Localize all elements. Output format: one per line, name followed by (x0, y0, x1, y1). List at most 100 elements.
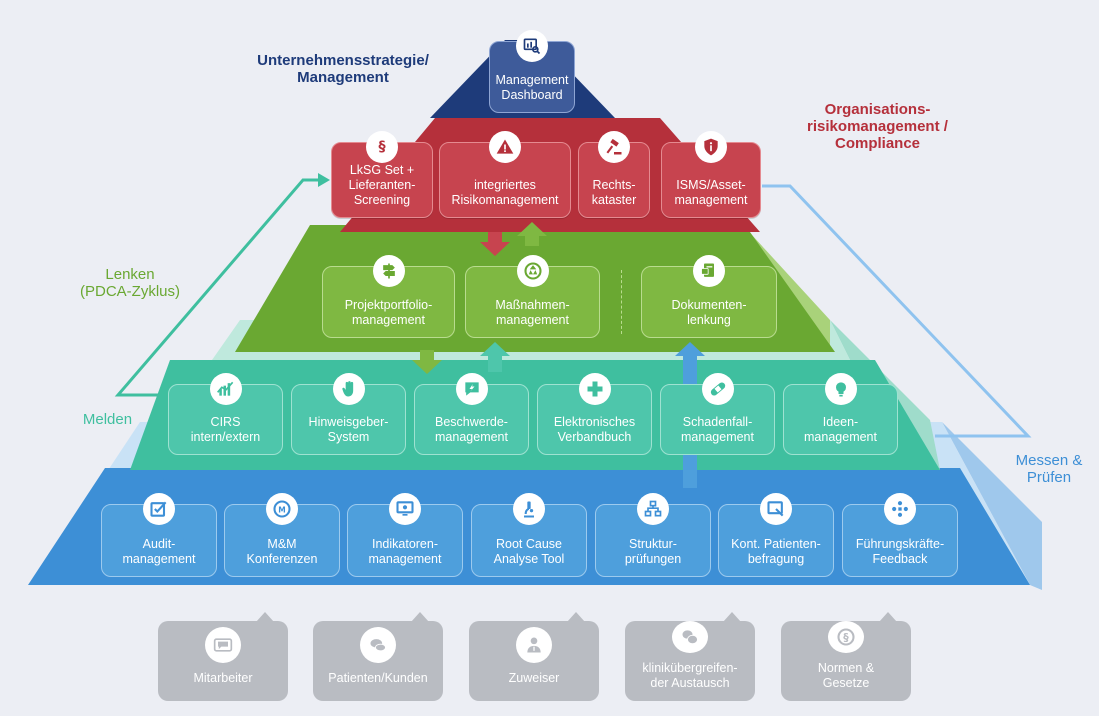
svg-text:§: § (378, 139, 386, 155)
microscope-icon (513, 493, 545, 525)
report-module-box-4-label: Schadenfall- management (681, 415, 754, 444)
source-box-4-label: Normen & Gesetze (817, 661, 875, 690)
green-row-divider (621, 270, 622, 334)
risk-module-box-0[interactable]: § LkSG Set + Lieferanten- Screening (331, 131, 433, 218)
measure-module-box-4[interactable]: Struktur- prüfungen (595, 493, 711, 577)
control-module-box-1-label: Maßnahmen- management (495, 298, 570, 327)
risk-module-box-2-label: Rechts- kataster (591, 178, 637, 207)
melden-label: Melden (82, 411, 133, 428)
strategy-label: Unternehmensstrategie/ Management (257, 52, 429, 86)
measure-module-box-2-label: Indikatoren- management (368, 537, 442, 566)
measure-module-box-3[interactable]: Root Cause Analyse Tool (471, 493, 587, 577)
messen-pruefen-label: Messen & Prüfen (1015, 452, 1083, 486)
measure-module-box-3-label: Root Cause Analyse Tool (493, 537, 565, 566)
source-box-4[interactable]: § Normen & Gesetze (781, 612, 911, 701)
source-box-3[interactable]: klinikübergreifen- der Austausch (625, 612, 755, 701)
monitor-icon (389, 493, 421, 525)
tablet-icon (760, 493, 792, 525)
risk-module-box-1-label: integriertes Risikomanagement (451, 178, 559, 207)
measure-module-box-0[interactable]: Audit- management (101, 493, 217, 577)
lenken-label: Lenken (PDCA-Zyklus) (80, 266, 180, 300)
management-dashboard-box[interactable]: Management Dashboard (489, 30, 575, 113)
gavel-icon (598, 131, 630, 163)
bandage-icon (701, 373, 734, 405)
report-module-box-4[interactable]: Schadenfall- management (660, 373, 775, 455)
source-box-pointer (879, 612, 897, 622)
report-module-box-5-label: Ideen- management (804, 415, 877, 444)
control-module-box-2-label: Dokumenten- lenkung (671, 298, 747, 327)
management-dashboard-box-label: Management Dashboard (495, 73, 569, 102)
hand-icon (332, 373, 365, 405)
control-module-box-2[interactable]: Dokumenten- lenkung (641, 255, 777, 338)
arrow-up-teal-green (480, 342, 510, 372)
paragraph-icon: § (366, 131, 398, 163)
blue-tier-side (942, 422, 1042, 590)
measure-module-box-5[interactable]: Kont. Patienten- befragung (718, 493, 834, 577)
report-module-box-1-label: Hinweisgeber- System (308, 415, 389, 444)
source-box-pointer (256, 612, 274, 622)
measure-module-box-5-label: Kont. Patienten- befragung (731, 537, 821, 566)
messen-cycle-line (762, 184, 1032, 438)
lenken-arrowhead (318, 173, 330, 187)
source-box-1[interactable]: Patienten/Kunden (313, 612, 443, 701)
document-icon (693, 255, 725, 287)
risk-module-box-2[interactable]: Rechts- kataster (578, 131, 650, 218)
doctor-icon (516, 626, 552, 663)
arrow-down-green-teal (412, 350, 442, 374)
speech-bubble-icon (455, 373, 488, 405)
chart-icon (209, 373, 242, 405)
measure-module-box-4-label: Struktur- prüfungen (624, 537, 682, 566)
source-box-pointer (567, 612, 585, 622)
measure-module-box-6[interactable]: Führungskräfte- Feedback (842, 493, 958, 577)
source-box-pointer (723, 612, 741, 622)
source-box-3-label: klinikübergreifen- der Austausch (642, 661, 738, 690)
measure-module-box-0-label: Audit- management (122, 537, 196, 566)
risk-module-box-1[interactable]: integriertes Risikomanagement (439, 131, 571, 218)
report-module-box-2[interactable]: Beschwerde- management (414, 373, 529, 455)
svg-text:M: M (278, 505, 285, 514)
cycle-icon (516, 255, 549, 287)
exchange-icon (672, 621, 708, 653)
risk-module-box-0-label: LkSG Set + Lieferanten- Screening (348, 163, 416, 207)
source-box-2[interactable]: Zuweiser (469, 612, 599, 701)
chat-bubbles-icon (360, 626, 396, 663)
report-module-box-0[interactable]: CIRS intern/extern (168, 373, 283, 455)
report-module-box-0-label: CIRS intern/extern (190, 415, 261, 444)
control-module-box-1[interactable]: Maßnahmen- management (465, 255, 600, 338)
dashboard-icon (516, 30, 548, 62)
shield-icon (695, 131, 727, 163)
source-box-pointer (411, 612, 429, 622)
lightbulb-icon (824, 373, 857, 405)
arrow-up-green-red (517, 222, 547, 246)
report-module-box-1[interactable]: Hinweisgeber- System (291, 373, 406, 455)
measure-module-box-2[interactable]: Indikatoren- management (347, 493, 463, 577)
hierarchy-icon (637, 493, 669, 525)
source-box-0[interactable]: Mitarbeiter (158, 612, 288, 701)
svg-text:§: § (843, 631, 849, 644)
control-module-box-0[interactable]: Projektportfolio- management (322, 255, 455, 338)
warning-icon (489, 131, 521, 163)
measure-module-box-6-label: Führungskräfte- Feedback (855, 537, 945, 566)
mm-icon: M (266, 493, 298, 525)
arrow-down-red-green (480, 232, 510, 256)
report-module-box-2-label: Beschwerde- management (435, 415, 508, 444)
people-icon (884, 493, 916, 525)
signpost-icon (372, 255, 405, 287)
measure-module-box-1-label: M&M Konferenzen (246, 537, 318, 566)
medical-cross-icon (578, 373, 611, 405)
report-module-box-3-label: Elektronisches Verbandbuch (553, 415, 636, 444)
report-module-box-3[interactable]: Elektronisches Verbandbuch (537, 373, 652, 455)
source-box-1-label: Patienten/Kunden (328, 670, 428, 685)
measure-module-box-1[interactable]: M M&M Konferenzen (224, 493, 340, 577)
lenken-cycle-line (114, 178, 325, 397)
risk-module-box-3[interactable]: ISMS/Asset- management (661, 131, 761, 218)
risk-compliance-label: Organisations- risikomanagement / Compli… (807, 101, 948, 152)
report-module-box-5[interactable]: Ideen- management (783, 373, 898, 455)
control-module-box-0-label: Projektportfolio- management (344, 298, 433, 327)
source-box-2-label: Zuweiser (508, 670, 560, 685)
source-box-0-label: Mitarbeiter (193, 670, 253, 685)
law-icon: § (828, 621, 864, 653)
checkbox-icon (143, 493, 175, 525)
risk-module-box-3-label: ISMS/Asset- management (674, 178, 748, 207)
